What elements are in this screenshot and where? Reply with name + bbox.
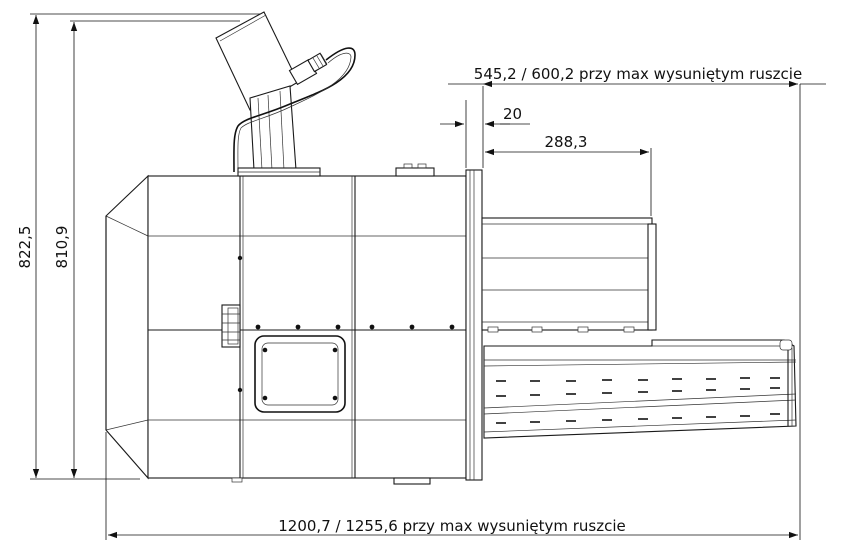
- sensor-connector: [288, 52, 328, 86]
- sensor-cable: [233, 47, 356, 173]
- dim-top-right-span: 545,2 / 600,2 przy max wysuniętym ruszci…: [474, 65, 802, 83]
- main-body: [105, 163, 483, 485]
- burner-grate: [483, 339, 797, 439]
- dim-height-body: 810,9: [53, 226, 71, 269]
- burner-upper-block: [481, 217, 657, 333]
- dim-upper-extension: 288,3: [545, 133, 588, 151]
- dim-overall-length: 1200,7 / 1255,6 przy max wysuniętym rusz…: [278, 517, 626, 535]
- height-dimensions: [30, 13, 265, 480]
- rivets: [237, 255, 455, 401]
- feeder-housing: [215, 11, 299, 171]
- right-dimensions: [105, 80, 826, 540]
- dim-height-total: 822,5: [16, 226, 34, 269]
- dim-flange-width: 20: [503, 105, 522, 123]
- grate-slots: [496, 377, 780, 424]
